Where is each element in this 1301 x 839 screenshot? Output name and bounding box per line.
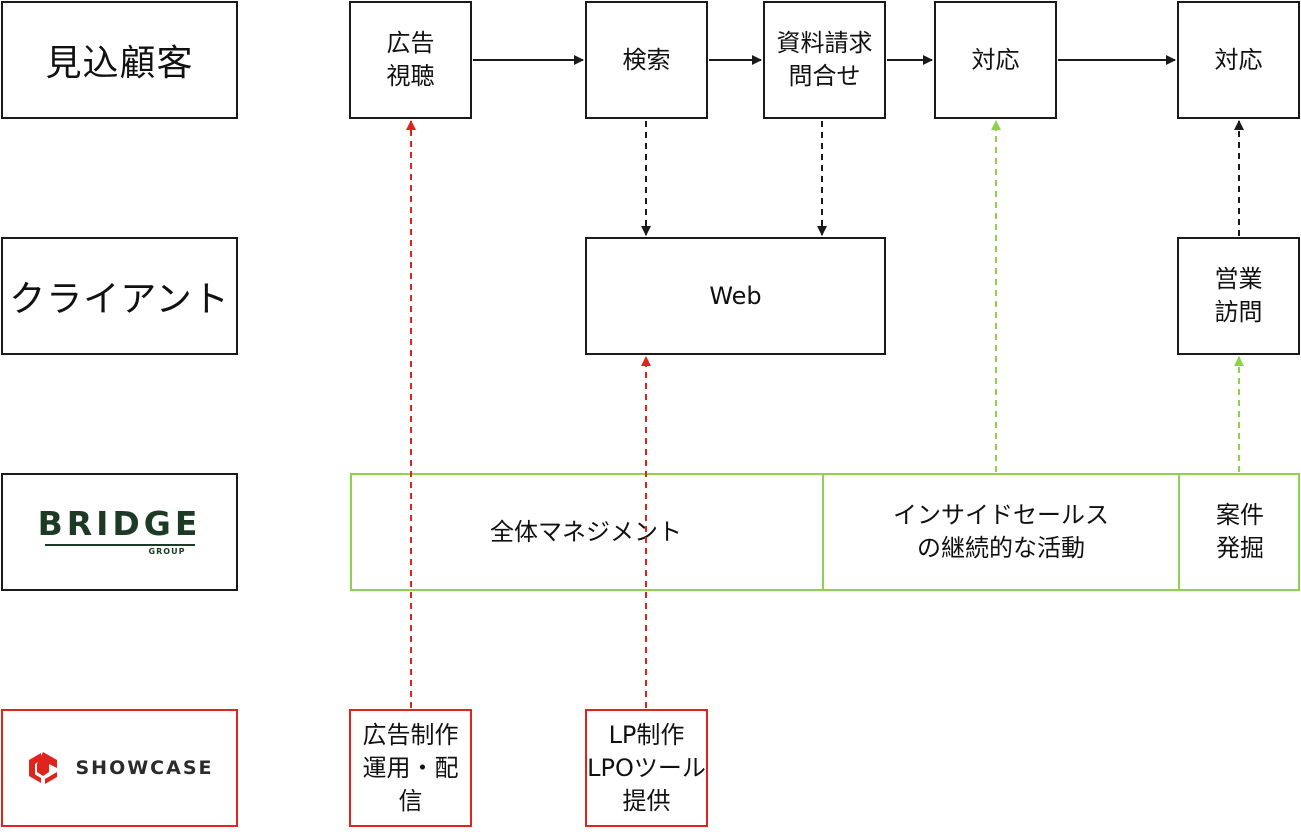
- node-web: Web: [585, 237, 886, 355]
- bridge-logo-sub: GROUP: [148, 547, 186, 556]
- node-request: 資料請求 問合せ: [763, 1, 886, 119]
- showcase-logo-icon: [29, 752, 58, 784]
- showcase-logo: SHOWCASE: [25, 750, 213, 786]
- node-deal: 案件 発掘: [1178, 473, 1300, 591]
- node-respond-2: 対応: [1177, 1, 1300, 119]
- node-management: 全体マネジメント: [490, 517, 682, 546]
- node-sales-visit: 営業 訪問: [1177, 237, 1300, 355]
- node-ad-view: 広告 視聴: [349, 1, 472, 119]
- lane-bridge: BRIDGE GROUP: [1, 473, 238, 591]
- lane-client: クライアント: [1, 237, 238, 355]
- lane-client-label: クライアント: [9, 279, 230, 320]
- node-search: 検索: [585, 1, 708, 119]
- bridge-logo-rule: [44, 544, 195, 546]
- node-respond-1: 対応: [934, 1, 1057, 119]
- lane-prospect-label: 見込顧客: [45, 43, 194, 84]
- lane-prospect: 見込顧客: [1, 1, 238, 119]
- node-inside-sales: インサイドセールス の継続的な活動: [822, 473, 1178, 591]
- bridge-activities-band: [350, 473, 1300, 591]
- node-ad-production: 広告制作 運用・配信: [349, 709, 472, 827]
- showcase-logo-word: SHOWCASE: [75, 757, 214, 779]
- lane-showcase: SHOWCASE: [1, 709, 238, 827]
- bridge-logo-word: BRIDGE: [37, 504, 202, 543]
- node-lp-production: LP制作 LPOツール 提供: [585, 709, 708, 827]
- bridge-logo: BRIDGE GROUP: [37, 504, 202, 556]
